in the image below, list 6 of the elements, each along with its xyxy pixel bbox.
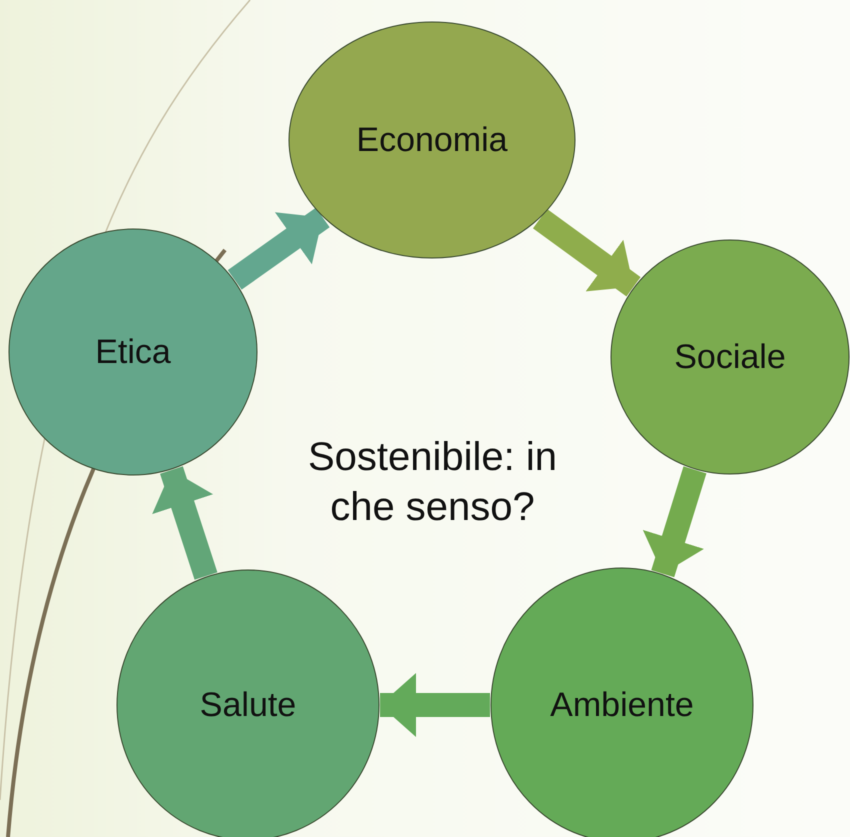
node-label: Salute (200, 686, 296, 724)
node-label: Ambiente (550, 686, 694, 724)
node-label: Etica (95, 332, 171, 372)
node-label: Economia (356, 120, 508, 160)
node-label: Sociale (674, 338, 786, 376)
center-caption: Sostenibile: in che senso? (306, 434, 558, 531)
